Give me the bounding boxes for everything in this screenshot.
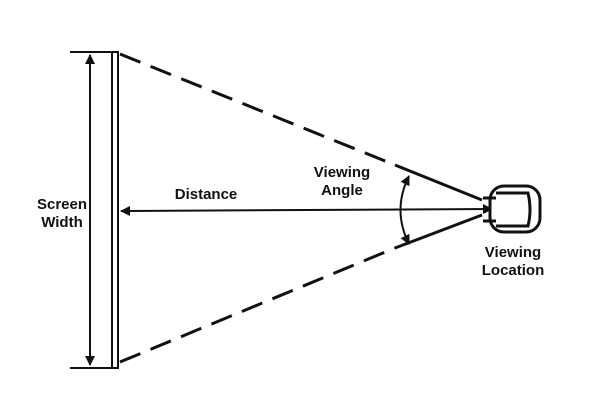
viewing-angle-arc (399, 175, 410, 245)
armchair-icon (483, 184, 542, 234)
lower-sight-line (119, 213, 483, 364)
screen (70, 51, 119, 369)
viewing-location-label: Viewing Location (481, 244, 545, 279)
distance-label: Distance (174, 186, 238, 203)
distance-arrow (120, 204, 493, 216)
screen-width-label: Screen Width (36, 196, 88, 231)
screen-panel (111, 51, 119, 369)
upper-sight-line (119, 52, 483, 202)
viewing-angle-label: Viewing Angle (313, 164, 371, 199)
